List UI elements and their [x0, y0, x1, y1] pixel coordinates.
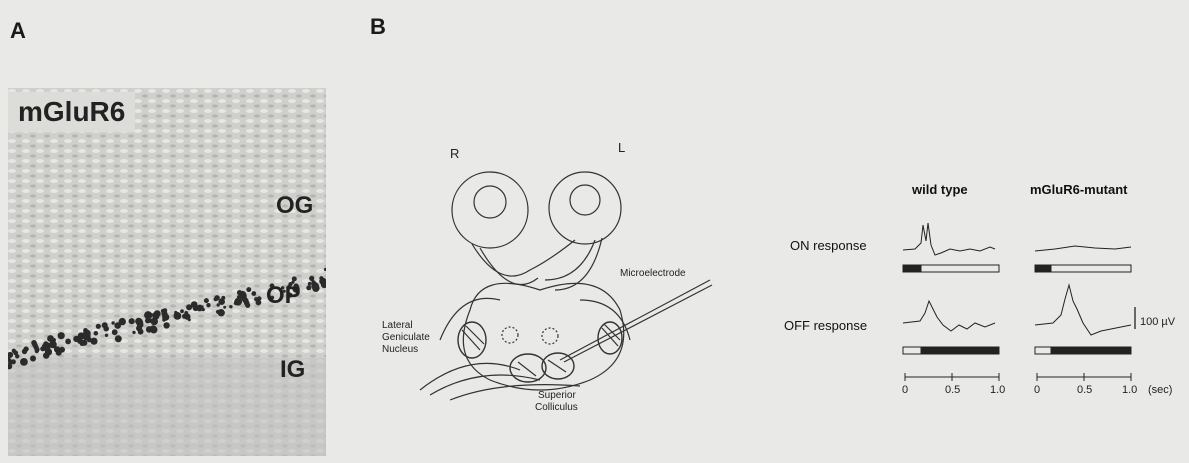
stained-cell	[251, 291, 256, 296]
stained-cell	[103, 326, 109, 332]
panel-b-letter: B	[370, 14, 386, 40]
lgn-left	[458, 322, 486, 358]
stained-cell	[152, 313, 159, 320]
stained-cell	[153, 326, 157, 330]
stained-cell	[129, 318, 135, 324]
stained-cell	[58, 332, 65, 339]
stained-cell	[136, 319, 143, 326]
lgn-label-3: Nucleus	[382, 344, 418, 356]
stained-cell	[87, 337, 92, 342]
row-on-response: ON response	[790, 238, 867, 253]
stained-cell	[218, 309, 225, 316]
stained-cell	[112, 329, 118, 335]
wt-tick-05: 0.5	[945, 384, 960, 396]
stained-cell	[15, 354, 19, 358]
wt-tick-1: 1.0	[990, 384, 1005, 396]
sc-label-2: Colliculus	[535, 402, 578, 414]
stained-cell	[163, 314, 169, 320]
stained-cell	[144, 311, 152, 319]
stained-cell	[77, 338, 83, 344]
stained-cell	[47, 335, 54, 342]
stain-label: mGluR6	[8, 92, 135, 132]
left-eye-label: L	[618, 142, 625, 154]
retina-micrograph	[8, 88, 326, 456]
stained-cell	[43, 341, 48, 346]
right-eye	[452, 172, 528, 248]
stained-cell	[246, 287, 251, 292]
row-off-response: OFF response	[784, 318, 867, 333]
mut-tick-0: 0	[1034, 384, 1040, 396]
stained-cell	[206, 303, 210, 307]
stained-cell	[292, 276, 297, 281]
lgn-label-1: Lateral	[382, 320, 413, 332]
stained-cell	[138, 329, 144, 335]
mut-tick-05: 0.5	[1077, 384, 1092, 396]
stained-cell	[308, 282, 312, 286]
layer-og-label: OG	[276, 192, 313, 220]
stained-cell	[306, 285, 311, 290]
right-eye-label: R	[450, 148, 459, 160]
stained-cell	[184, 313, 190, 319]
stained-cell	[223, 306, 226, 309]
panel-a-letter: A	[10, 18, 26, 44]
stained-cell	[94, 331, 99, 336]
visual-pathway-diagram: R L Microelectrode Lateral Geniculate Nu…	[380, 140, 720, 435]
col-wild-type: wild type	[912, 182, 968, 197]
stained-cell	[237, 295, 240, 298]
stained-cell	[218, 298, 225, 305]
stained-cell	[111, 321, 114, 324]
layer-op-label: OP	[266, 282, 301, 310]
stained-cell	[65, 339, 71, 345]
wt-tick-0: 0	[902, 384, 908, 396]
stained-cell	[20, 358, 28, 366]
stained-cell	[180, 309, 184, 313]
stained-cell	[234, 298, 242, 306]
stained-cell	[311, 282, 319, 290]
stained-cell	[204, 298, 209, 303]
microelectrode-label: Microelectrode	[620, 268, 686, 280]
stained-cell	[254, 297, 258, 301]
stained-cell	[186, 304, 192, 310]
stained-cell	[78, 334, 83, 339]
stained-cell	[11, 359, 16, 364]
left-eye	[549, 172, 621, 244]
stained-cell	[83, 330, 91, 338]
stained-cell	[146, 326, 153, 333]
stained-cell	[174, 312, 182, 320]
stained-cell	[132, 331, 135, 334]
stained-cell	[105, 334, 108, 337]
lgn-label-2: Geniculate	[382, 332, 430, 344]
mut-tick-1: 1.0	[1122, 384, 1137, 396]
stained-cell	[31, 357, 35, 361]
stained-cell	[23, 346, 28, 351]
stained-cell	[193, 305, 199, 311]
stained-cell	[163, 322, 169, 328]
stained-cell	[237, 290, 242, 295]
stained-cell	[12, 349, 16, 353]
layer-ig-label: IG	[280, 356, 305, 384]
stained-cell	[245, 303, 250, 308]
col-mutant: mGluR6-mutant	[1030, 182, 1128, 197]
sc-label-1: Superior	[538, 390, 576, 402]
stained-cell	[115, 335, 122, 342]
stained-cell	[36, 349, 39, 352]
stained-cell	[229, 305, 232, 308]
scale-bar-label: 100 µV	[1140, 316, 1175, 328]
time-unit-label: (sec)	[1148, 384, 1172, 396]
stained-cell	[96, 324, 101, 329]
stained-cell	[202, 308, 205, 311]
stained-cell	[114, 322, 121, 329]
stained-cell	[59, 347, 65, 353]
stained-cell	[214, 297, 218, 301]
stained-cell	[242, 296, 248, 302]
